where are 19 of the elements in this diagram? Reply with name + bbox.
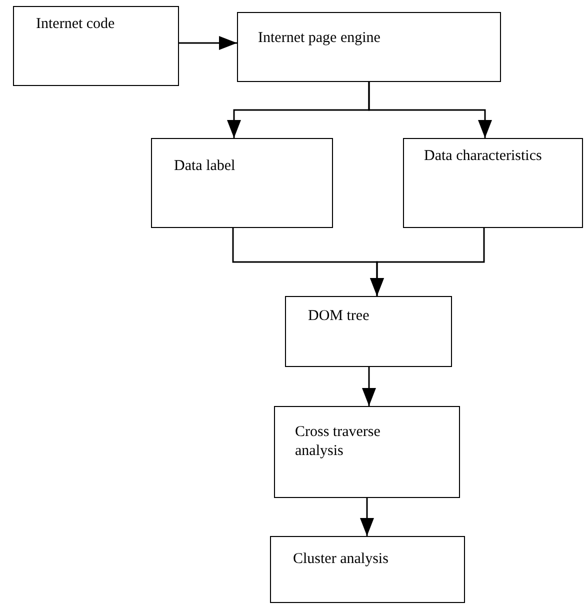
arrow [370,228,485,296]
process-box [151,138,333,228]
process-box [285,296,452,367]
process-box [270,536,465,603]
box-label: Internet code [36,15,116,34]
box-label: Data label [174,157,236,176]
arrow [179,36,237,50]
process-box [403,138,583,228]
arrow [362,367,376,406]
process-box [237,12,501,82]
box-label: DOM tree [308,307,370,326]
arrow [368,82,492,138]
box-label: Data characteristics [424,147,543,166]
arrow [360,498,374,536]
box-label: Cluster analysis [293,550,390,569]
process-box [13,6,179,86]
box-label: Internet page engine [258,29,382,48]
process-box [274,406,460,498]
box-label: Cross traverse analysis [295,423,382,461]
